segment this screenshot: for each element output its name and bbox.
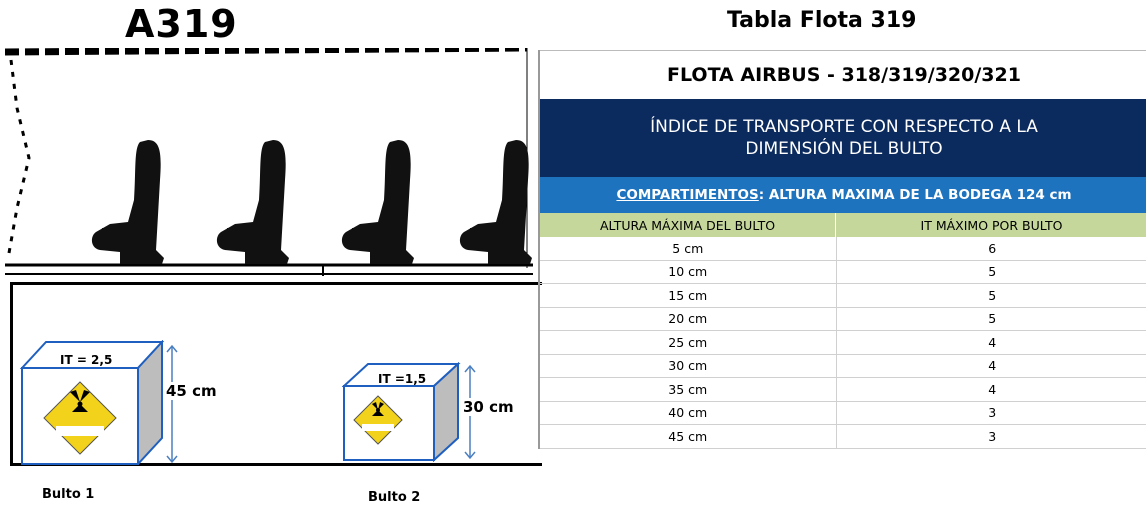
radiation-label-2 xyxy=(353,395,403,445)
seat-1 xyxy=(91,140,164,264)
table-row: 25 cm 4 xyxy=(540,331,1146,355)
cell-it: 5 xyxy=(988,311,997,327)
cell-altura: 10 cm xyxy=(540,260,837,283)
cell-altura: 5 cm xyxy=(540,237,837,260)
cell-it: 5 xyxy=(988,264,997,280)
table-row: 40 cm 3 xyxy=(540,401,1146,425)
table-header-index-line2: DIMENSIÓN DEL BULTO xyxy=(745,139,943,159)
column-header-it: IT MÁXIMO POR BULTO xyxy=(836,213,1146,237)
aircraft-title: A319 xyxy=(125,2,238,46)
it-table: FLOTA AIRBUS - 318/319/320/321 ÍNDICE DE… xyxy=(538,50,1146,449)
package-2-it-label: IT =1,5 xyxy=(378,372,427,386)
cabin-left-dashed-edge xyxy=(7,59,31,254)
seat-2 xyxy=(216,140,289,264)
table-row: 45 cm 3 xyxy=(540,425,1146,449)
cell-it: 5 xyxy=(988,287,997,303)
table-header-index-line1: ÍNDICE DE TRANSPORTE CON RESPECTO A LA xyxy=(650,117,1038,137)
package-1-name: Bulto 1 xyxy=(42,487,95,502)
package-2-name: Bulto 2 xyxy=(368,490,421,505)
table-header-compartments: COMPARTIMENTOS : ALTURA MAXIMA DE LA BOD… xyxy=(540,177,1146,213)
seat-4 xyxy=(459,140,532,264)
cell-altura: 15 cm xyxy=(540,284,837,307)
cell-altura: 25 cm xyxy=(540,331,837,354)
cabin-illustration xyxy=(5,48,533,276)
cell-it: 3 xyxy=(988,405,997,421)
cell-altura: 20 cm xyxy=(540,307,837,330)
cell-it: 4 xyxy=(988,381,997,397)
table-header-index: ÍNDICE DE TRANSPORTE CON RESPECTO A LA D… xyxy=(540,99,1146,177)
table-row: 10 cm 5 xyxy=(540,260,1146,284)
cell-it: 4 xyxy=(988,334,997,350)
cell-it: 6 xyxy=(988,240,997,256)
fuselage-top-line xyxy=(5,48,528,56)
compartments-max-height: : ALTURA MAXIMA DE LA BODEGA 124 cm xyxy=(758,187,1072,203)
table-row: 5 cm 6 xyxy=(540,237,1146,261)
cell-altura: 30 cm xyxy=(540,354,837,377)
table-title: Tabla Flota 319 xyxy=(727,8,917,33)
package-1-it-label: IT = 2,5 xyxy=(60,353,113,367)
package-1 xyxy=(20,340,165,465)
cell-it: 4 xyxy=(988,358,997,374)
cell-altura: 35 cm xyxy=(540,378,837,401)
table-column-headers: ALTURA MÁXIMA DEL BULTO IT MÁXIMO POR BU… xyxy=(540,213,1146,237)
compartments-link: COMPARTIMENTOS xyxy=(616,187,759,203)
table-row: 35 cm 4 xyxy=(540,378,1146,402)
table-row: 20 cm 5 xyxy=(540,307,1146,331)
cargo-hold xyxy=(10,282,542,466)
cell-it: 3 xyxy=(988,428,997,444)
height-arrow-1 xyxy=(166,344,178,464)
package-1-height: 45 cm xyxy=(166,382,217,400)
table-header-fleet: FLOTA AIRBUS - 318/319/320/321 xyxy=(540,50,1146,99)
table-row: 15 cm 5 xyxy=(540,284,1146,308)
cell-altura: 45 cm xyxy=(540,425,837,448)
seat-3 xyxy=(341,140,414,264)
package-2-height: 30 cm xyxy=(463,398,514,416)
column-header-altura: ALTURA MÁXIMA DEL BULTO xyxy=(540,213,837,237)
package-2 xyxy=(342,362,461,462)
cell-altura: 40 cm xyxy=(540,401,837,424)
table-row: 30 cm 4 xyxy=(540,354,1146,378)
